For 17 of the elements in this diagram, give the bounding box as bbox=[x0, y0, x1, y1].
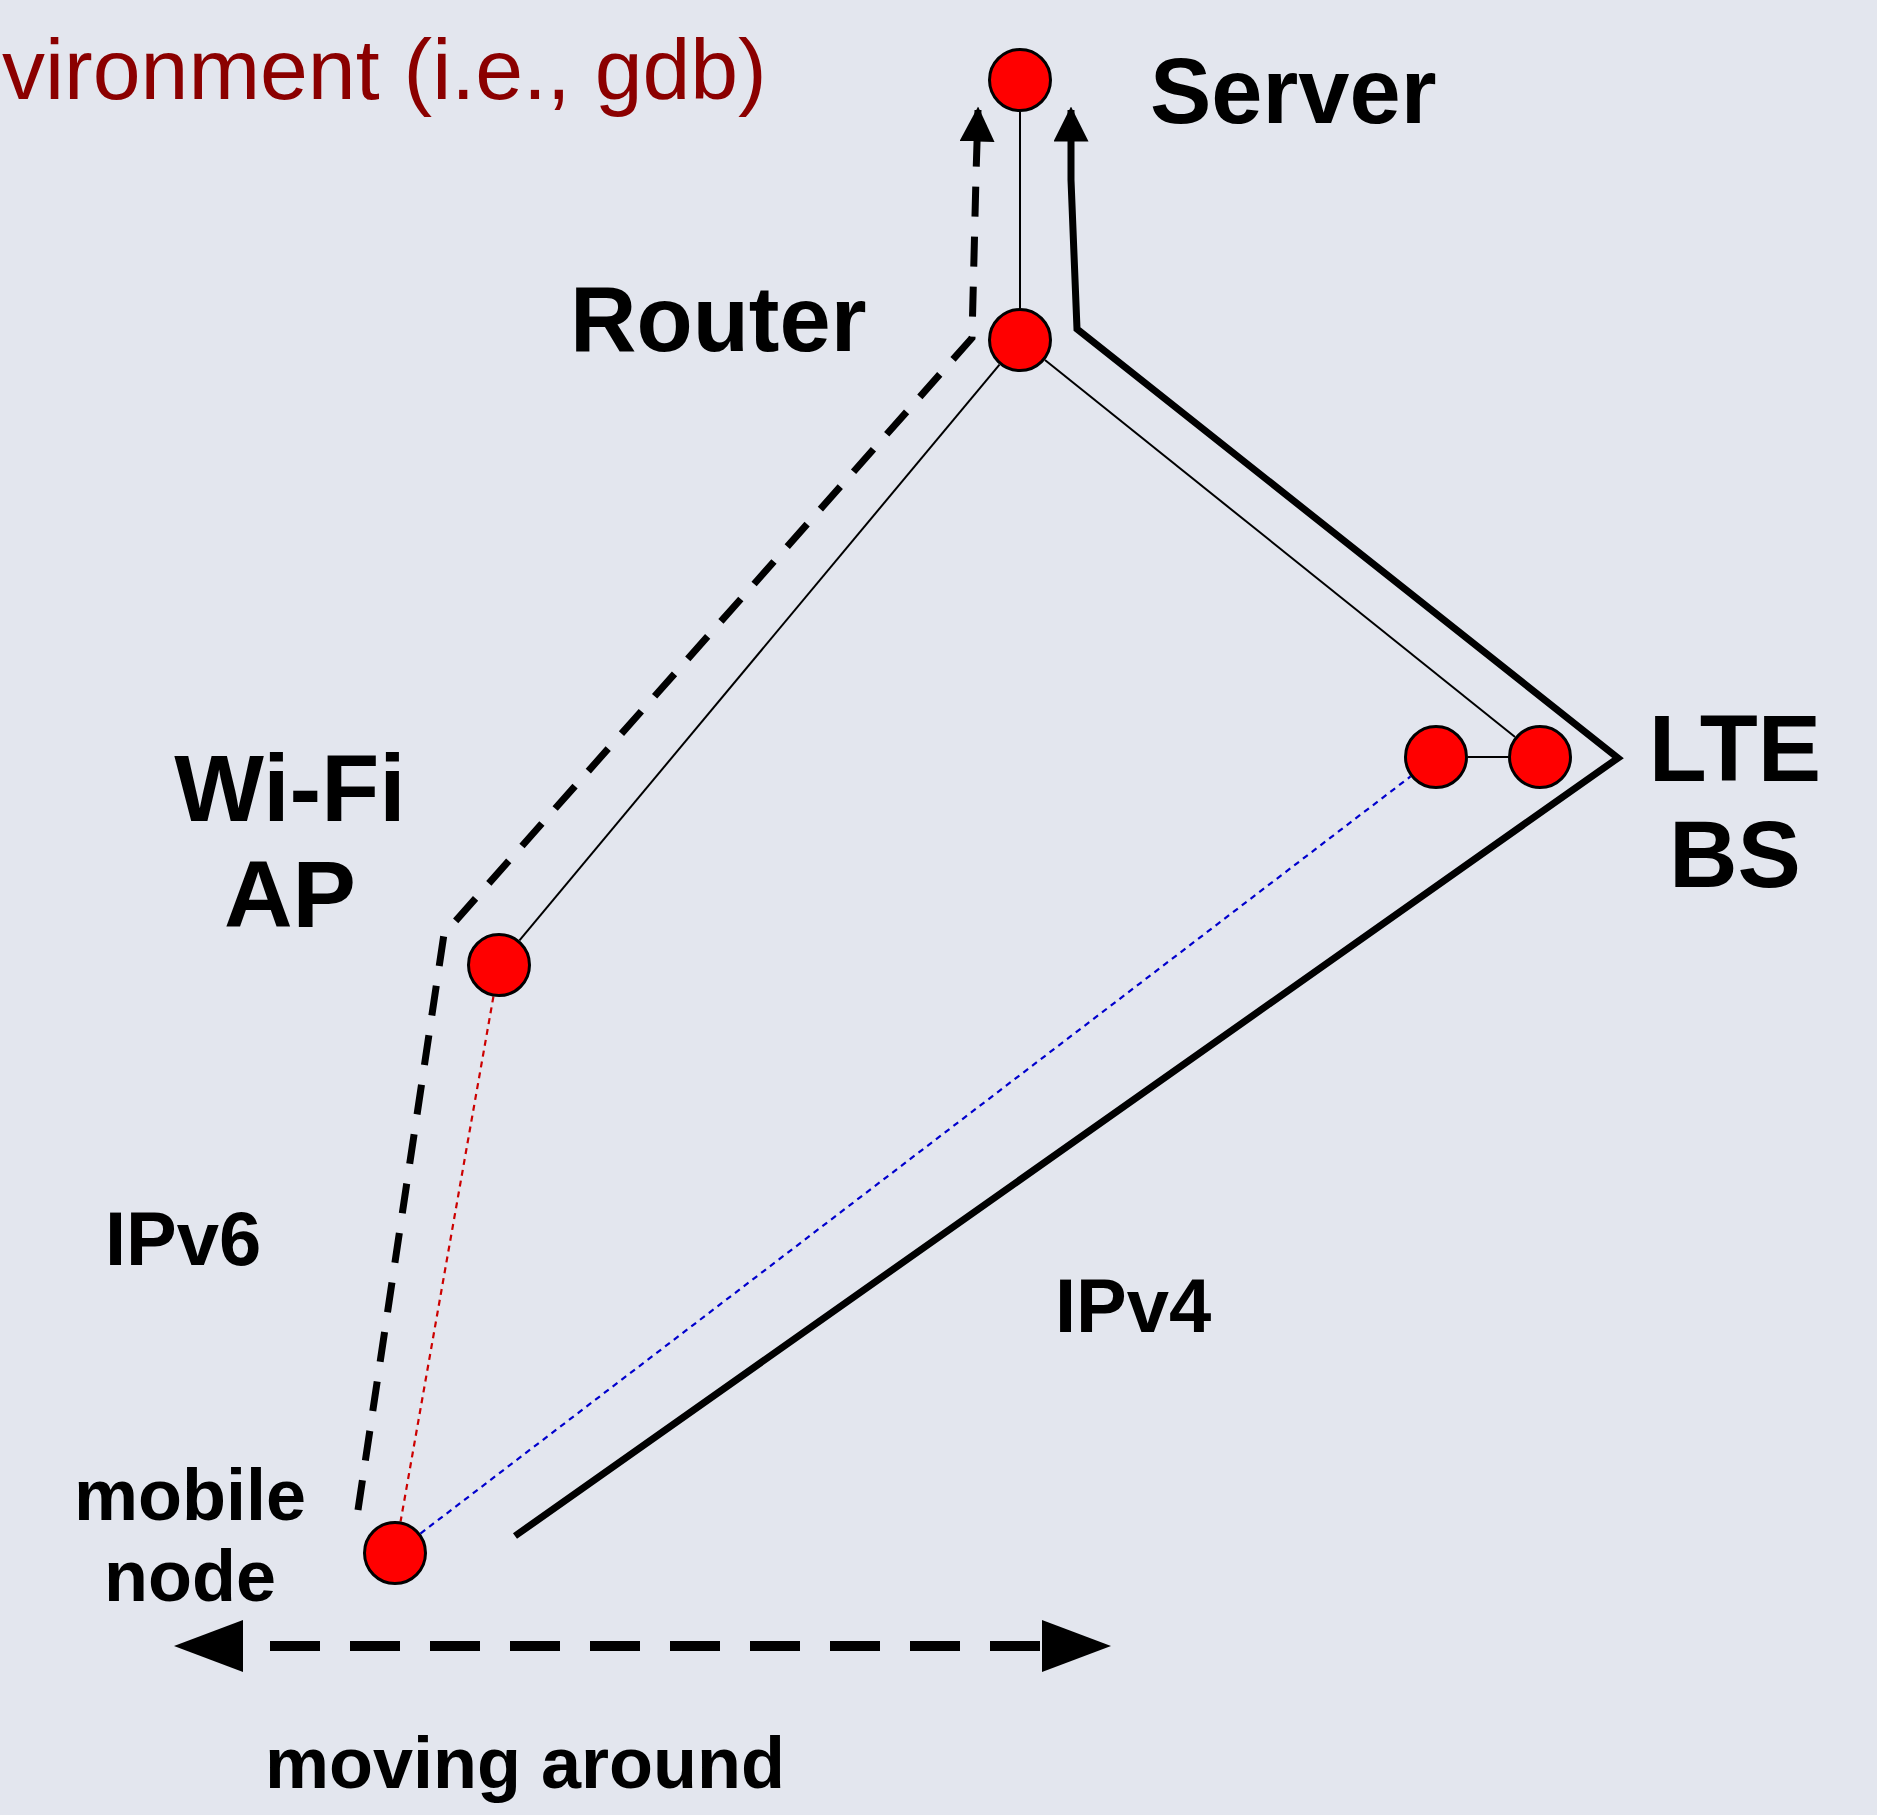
heading-text: vironment (i.e., gdb) bbox=[2, 20, 767, 119]
node-label: Wi-Fi AP bbox=[173, 735, 407, 948]
caption-text: moving around bbox=[265, 1722, 785, 1804]
link-line bbox=[1043, 359, 1517, 738]
node-label: Server bbox=[1150, 40, 1438, 144]
arrow bbox=[513, 106, 1624, 1539]
link-line bbox=[1467, 756, 1509, 758]
node-label: mobile node bbox=[73, 1455, 307, 1617]
link-line bbox=[399, 996, 495, 1522]
protocol-label: IPv6 bbox=[105, 1195, 262, 1282]
node-label: LTE BS bbox=[1647, 695, 1823, 908]
arrow bbox=[354, 106, 995, 1511]
node-label: Router bbox=[570, 268, 868, 372]
link-line bbox=[419, 775, 1412, 1535]
link-line bbox=[518, 363, 1001, 942]
protocol-label: IPv4 bbox=[1055, 1262, 1212, 1349]
link-line bbox=[1019, 111, 1021, 309]
